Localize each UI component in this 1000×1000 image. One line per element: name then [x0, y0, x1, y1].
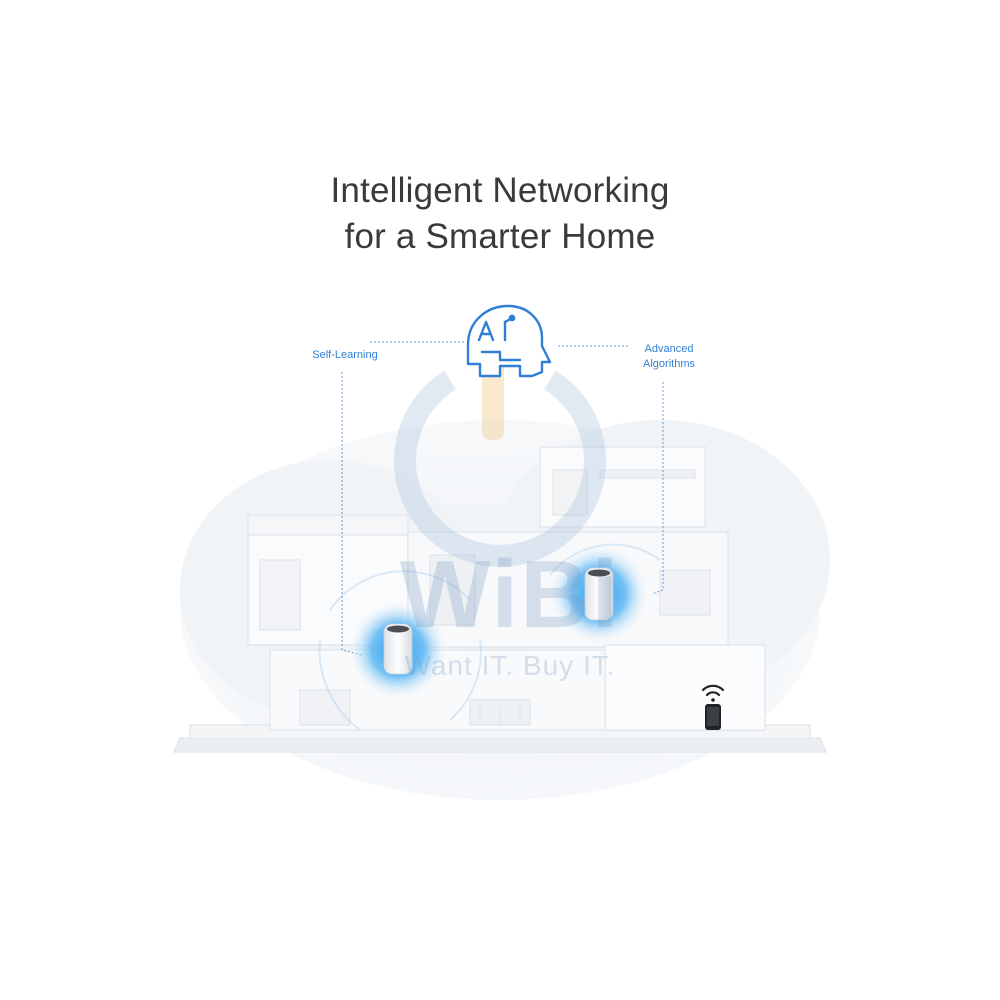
wifi-waves: [318, 543, 661, 731]
house-model: [173, 446, 827, 753]
self-learning-label: Self-Learning: [312, 349, 378, 361]
phone-wifi-icon: [701, 684, 725, 730]
mesh-node-right-icon: [551, 546, 647, 642]
headline-line-1: Intelligent Networking: [330, 171, 670, 210]
watermark-brand: WiBi: [399, 541, 621, 648]
watermark-logo: [394, 370, 606, 567]
connector-lines: [341, 341, 664, 656]
watermark-tagline: Want IT. Buy IT.: [404, 650, 616, 681]
advanced-label-line-1: Advanced: [644, 343, 694, 355]
ai-head-icon: [466, 304, 552, 378]
advanced-algorithms-label: Advanced Algorithms: [624, 342, 714, 372]
mesh-node-left-icon: [350, 602, 446, 698]
advanced-label-line-2: Algorithms: [643, 358, 695, 370]
headline: Intelligent Networking for a Smarter Hom…: [0, 168, 1000, 260]
headline-line-2: for a Smarter Home: [344, 217, 656, 256]
watermark-bar: [482, 360, 504, 440]
